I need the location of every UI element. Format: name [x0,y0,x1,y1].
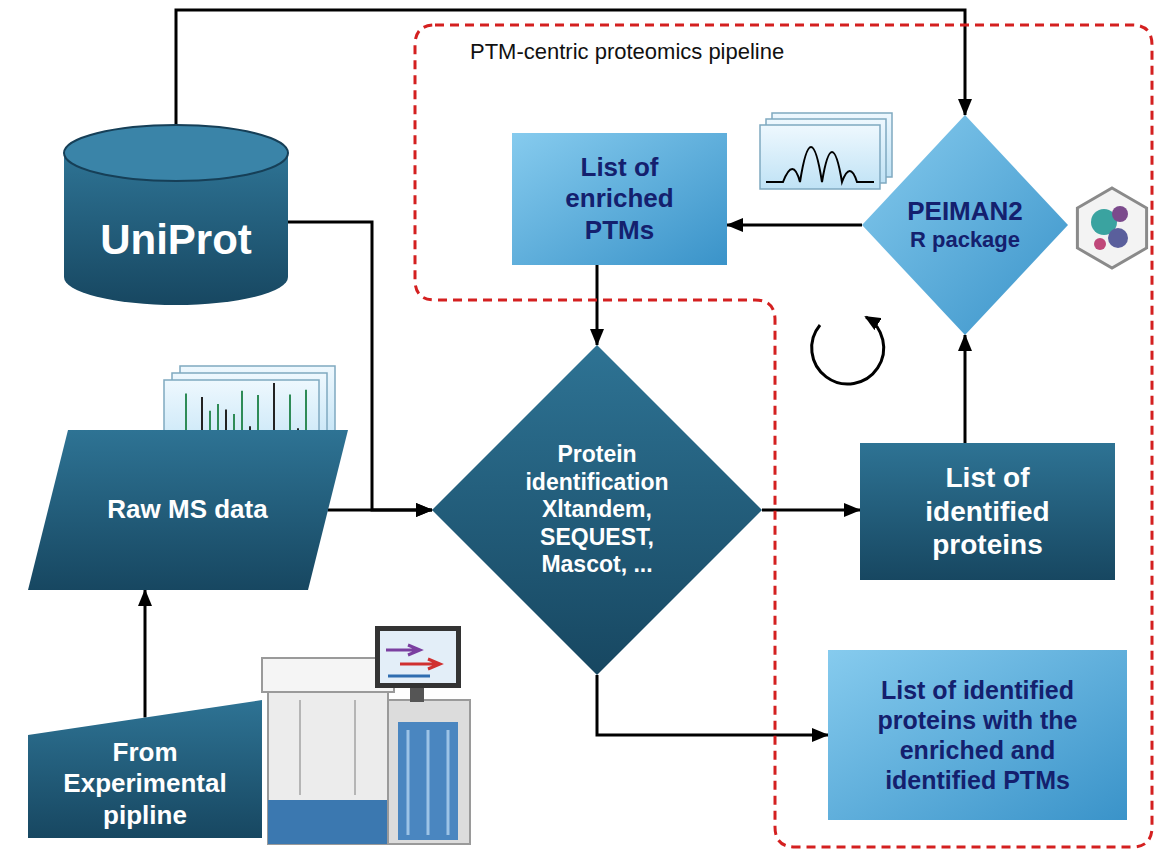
flow-arrow [762,509,860,512]
node-text-group: PEIMAN2R package [903,196,1027,254]
flow-arrow [964,335,967,443]
node-label: Raw MS data [78,494,298,525]
node-text-group: Protein identification Xltandem, SEQUEST… [522,441,672,579]
node-text-group: PTM-centric proteomics pipeline [470,39,784,65]
node-label: PEIMAN2 [903,196,1027,227]
input-shape: From Experimental pipline [28,700,262,838]
node-text-group: List of enriched PTMs [535,152,705,246]
node-label: List of identified proteins with the enr… [858,675,1098,795]
output-box: List of identified proteins with the enr… [828,650,1127,820]
node-label: List of enriched PTMs [535,152,705,246]
data-parallelogram: Raw MS data [28,430,348,590]
mass-spectrometer [262,626,470,844]
flow-arrow [176,10,965,125]
node-text-group: Raw MS data [78,494,298,525]
flow-arrow [328,509,433,512]
flow-arrow [596,265,599,345]
flow-arrow [144,590,147,718]
chromatogram-cards [760,113,892,189]
region-heading: PTM-centric proteomics pipeline [470,39,784,65]
decision-diamond: Protein identification Xltandem, SEQUEST… [432,345,762,675]
node-label: R package [903,227,1027,253]
flow-arrow [597,675,828,735]
output-box: List of enriched PTMs [512,133,727,265]
database-cylinder: UniProt [64,125,288,305]
node-text-group: List of identified proteins [888,461,1088,562]
package-logo [1077,188,1146,268]
node-text-group: List of identified proteins with the enr… [858,675,1098,795]
node-text-group: From Experimental pipline [50,737,240,831]
node-label: List of identified proteins [888,461,1088,562]
decision-diamond: PEIMAN2R package [862,115,1068,335]
process-box: List of identified proteins [860,443,1115,580]
flow-arrow [727,224,862,227]
node-outline [64,125,288,305]
node-label: Protein identification Xltandem, SEQUEST… [522,441,672,579]
node-label: From Experimental pipline [50,737,240,831]
cycle-arrow [812,317,884,384]
node-label: UniProt [76,215,276,265]
node-outline [828,650,1127,820]
node-text-group: UniProt [76,215,276,265]
